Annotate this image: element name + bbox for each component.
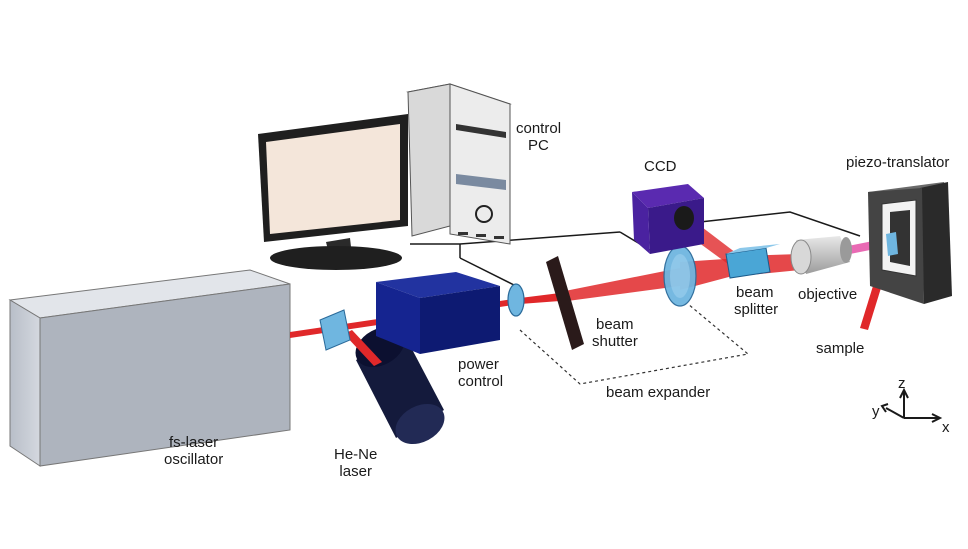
beam-shutter [546, 256, 584, 350]
label-power-control: power control [458, 356, 504, 390]
power-control-box [376, 272, 500, 354]
beam-splitter [725, 244, 780, 279]
fs-laser-oscillator-box [8, 269, 291, 467]
expander-lens-2 [663, 245, 697, 307]
label-objective: objective [798, 286, 858, 303]
label-ccd: CCD [644, 158, 677, 175]
piezo-translator [868, 182, 952, 304]
label-beam-expander: beam expander [606, 384, 711, 401]
axis-y-label: y [872, 403, 880, 420]
axis-triad [880, 387, 943, 423]
label-sample: sample [816, 340, 865, 357]
beam-expander-outline [519, 303, 750, 385]
wire-pc-bus [410, 231, 621, 245]
axis-z-label: z [898, 375, 906, 392]
combiner-mirror [319, 309, 351, 351]
label-he-ne-laser: He-Ne laser [334, 446, 378, 480]
beam-he-ne [344, 330, 382, 366]
pc-tower [406, 83, 512, 245]
expander-lens-1 [507, 283, 525, 317]
axis-y [885, 407, 905, 419]
monitor [258, 114, 408, 270]
ccd-camera [632, 184, 704, 254]
objective-lens [790, 236, 852, 275]
label-piezo-translator: piezo-translator [846, 154, 950, 171]
axis-x-label: x [942, 419, 950, 436]
label-control-pc: control PC [516, 120, 562, 154]
label-beam-splitter: beam splitter [734, 284, 779, 318]
wire-to-piezo [699, 211, 861, 237]
wire-to-power [459, 257, 521, 289]
connection-wires [410, 211, 861, 289]
label-beam-shutter: beam shutter [592, 316, 638, 350]
label-fs-laser-oscillator: fs-laser oscillator [164, 434, 224, 468]
